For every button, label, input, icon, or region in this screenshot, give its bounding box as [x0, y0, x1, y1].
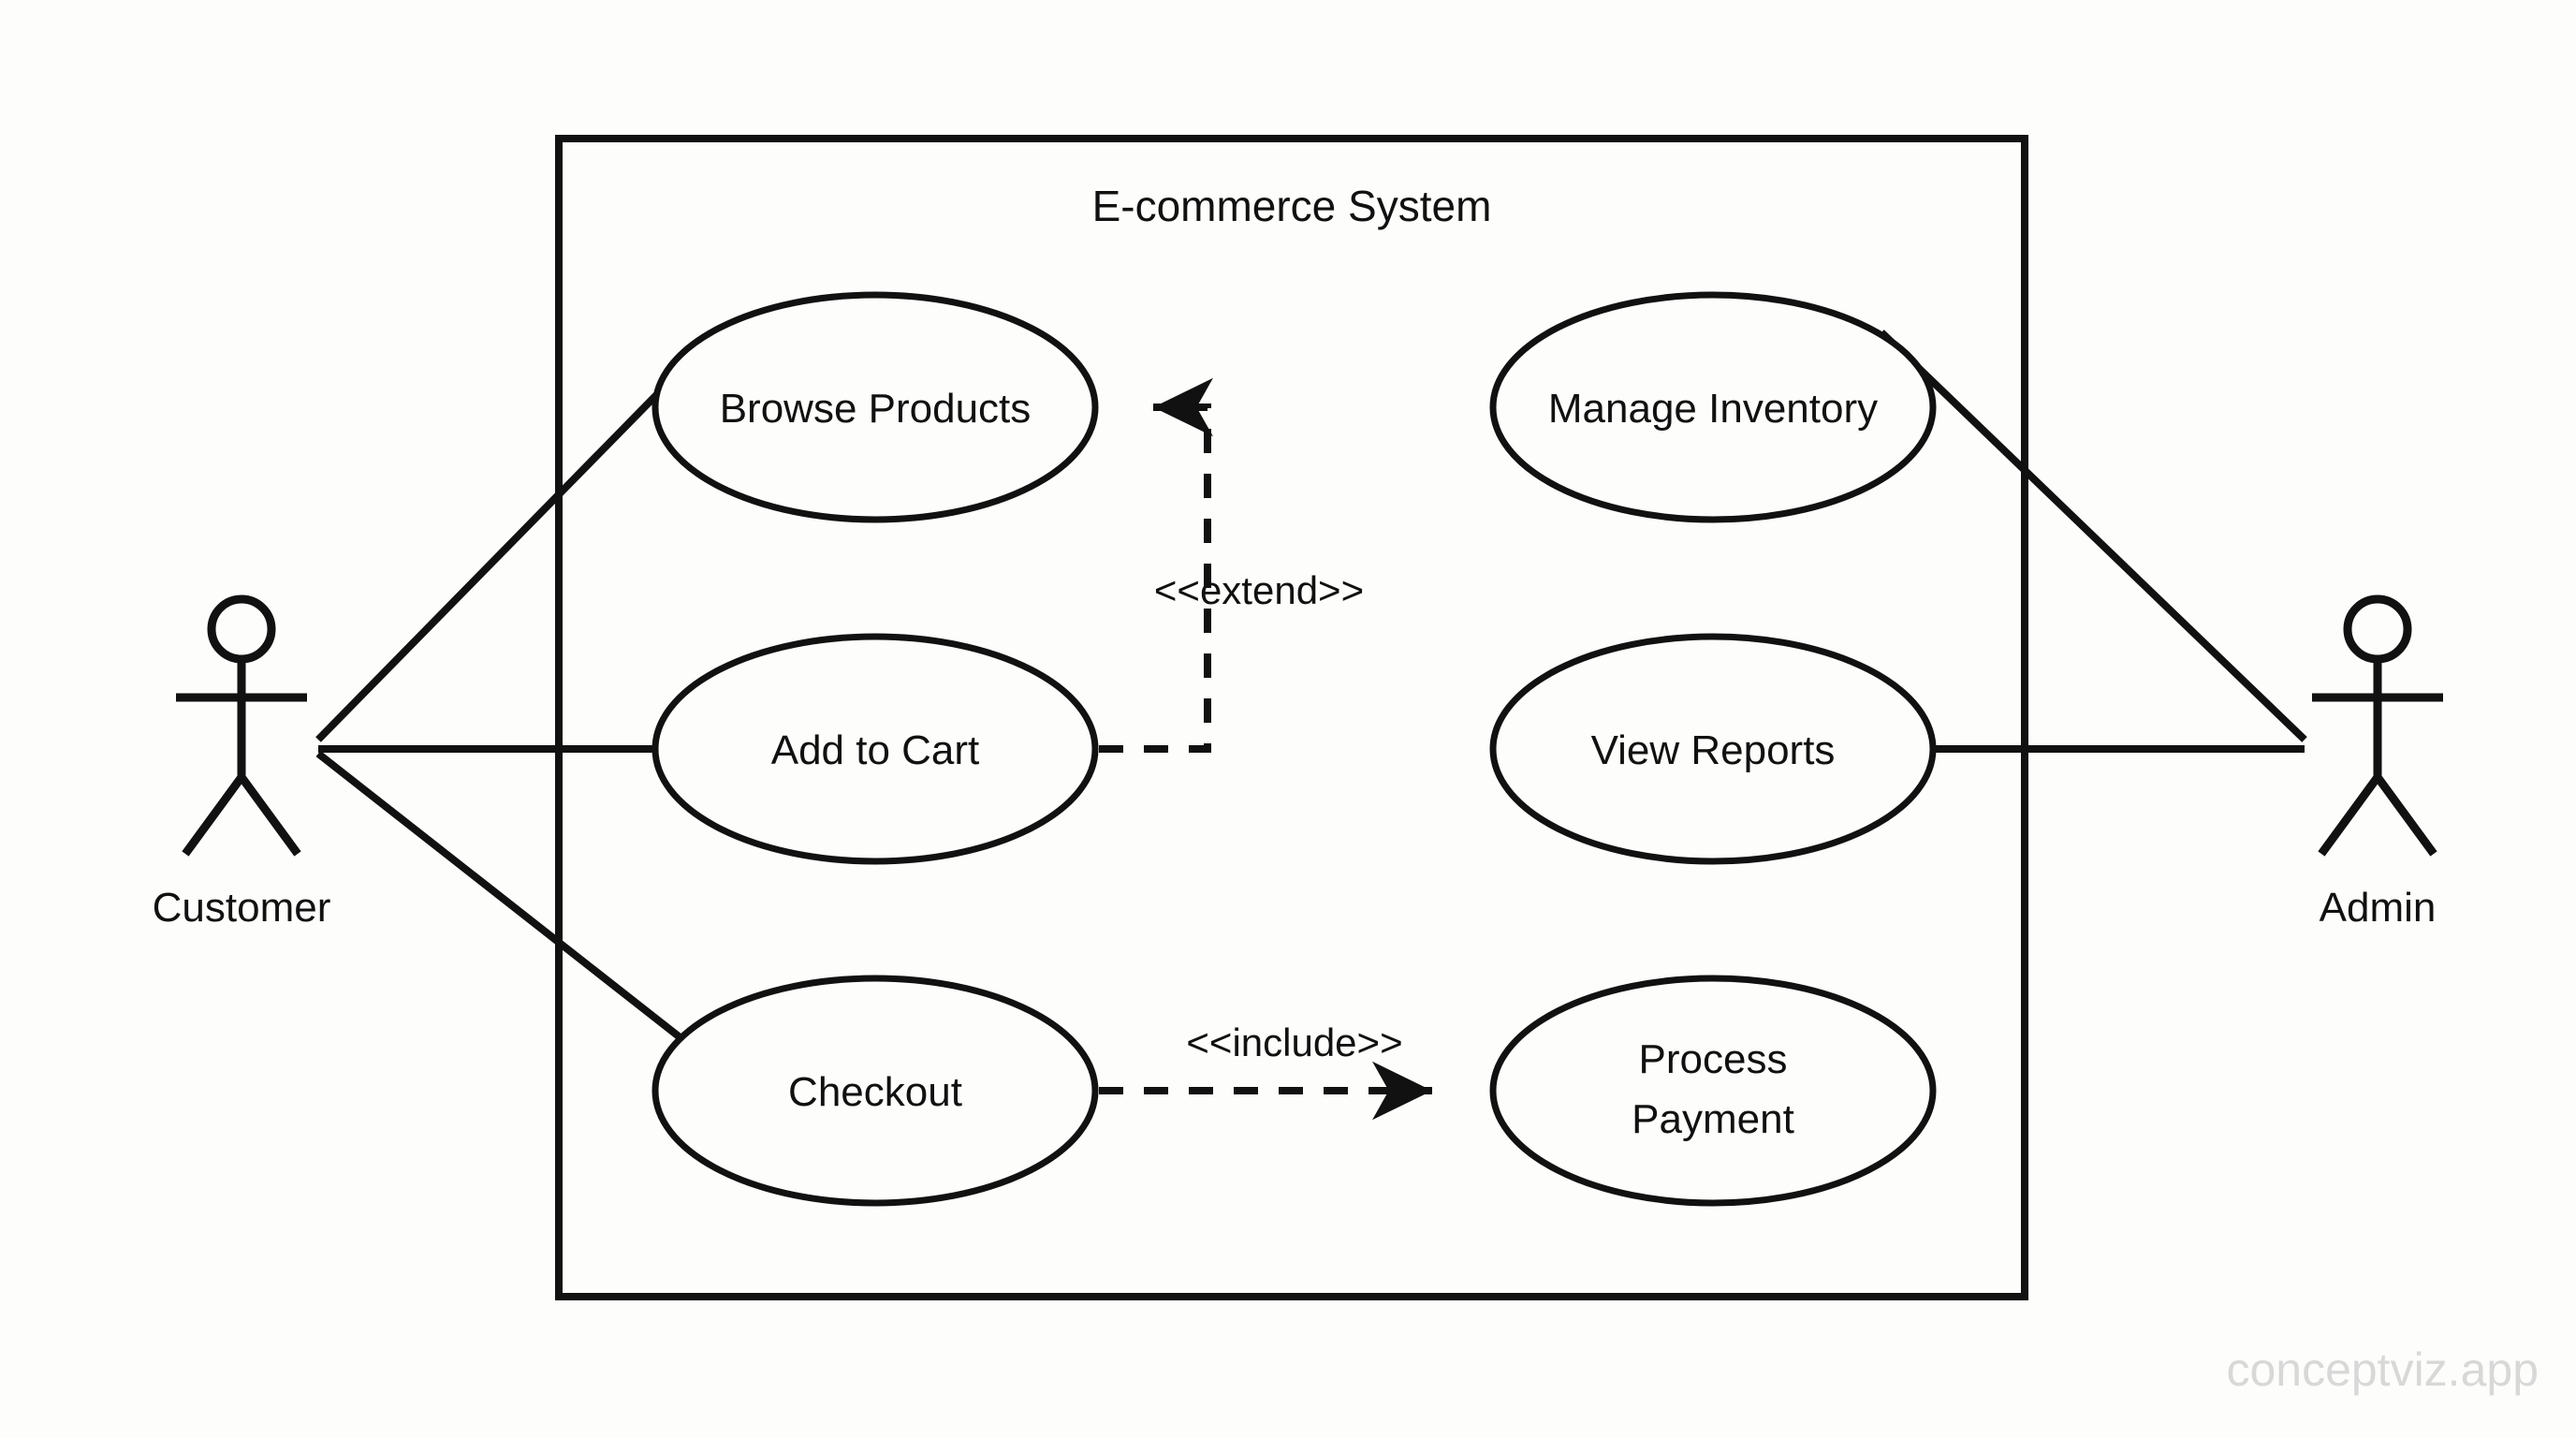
use-case-label: Browse Products: [720, 386, 1032, 432]
association-customer-checkout: [315, 750, 703, 1057]
use-case-view-reports[interactable]: View Reports: [1489, 633, 1937, 865]
actor-label: Admin: [2320, 885, 2437, 931]
watermark: conceptviz.app: [2226, 1343, 2539, 1396]
use-case-label: View Reports: [1591, 727, 1836, 773]
include-relationship[interactable]: <<include>>: [1099, 1020, 1432, 1121]
use-case-label-line-1: Process: [1639, 1036, 1788, 1082]
use-case-checkout[interactable]: Checkout: [651, 975, 1099, 1207]
use-case-ellipse[interactable]: [1489, 291, 1937, 523]
actor-right-leg-icon: [238, 774, 301, 857]
system-title: E-commerce System: [1092, 182, 1492, 230]
use-case-browse-products[interactable]: Browse Products: [651, 291, 1099, 523]
actor-head-icon: [2343, 594, 2412, 664]
association-customer-browse-products: [315, 334, 716, 742]
use-case-label: Checkout: [788, 1069, 962, 1115]
actor-admin[interactable]: Admin: [2312, 594, 2443, 931]
extend-stereotype-label: <<extend>>: [1154, 568, 1364, 612]
use-case-label-line-2: Payment: [1632, 1096, 1794, 1142]
actor-label: Customer: [153, 885, 331, 931]
association-lines: [315, 330, 2307, 1057]
use-case-manage-inventory[interactable]: Manage Inventory: [1489, 291, 1937, 523]
use-case-process-payment[interactable]: Process Payment: [1489, 975, 1937, 1207]
use-case-label: Add to Cart: [771, 727, 980, 773]
include-stereotype-label: <<include>>: [1186, 1020, 1402, 1064]
actor-right-leg-icon: [2374, 774, 2437, 857]
use-case-ellipse[interactable]: [651, 975, 1099, 1207]
use-case-ellipse[interactable]: [1489, 633, 1937, 865]
actor-left-leg-icon: [182, 774, 245, 857]
association-admin-manage-inventory: [1879, 330, 2307, 742]
actor-head-icon: [207, 594, 276, 664]
use-case-add-to-cart[interactable]: Add to Cart: [651, 633, 1099, 865]
use-case-ellipse[interactable]: [1489, 975, 1937, 1207]
actor-customer[interactable]: Customer: [153, 594, 331, 931]
use-case-label: Manage Inventory: [1548, 386, 1878, 432]
system-boundary-box: [555, 135, 2028, 1300]
actor-left-leg-icon: [2318, 774, 2381, 857]
use-case-ellipse[interactable]: [651, 633, 1099, 865]
extend-dashed-path: [1099, 377, 1213, 753]
use-case-ellipse[interactable]: [651, 291, 1099, 523]
extend-relationship[interactable]: <<extend>>: [1099, 377, 1364, 753]
